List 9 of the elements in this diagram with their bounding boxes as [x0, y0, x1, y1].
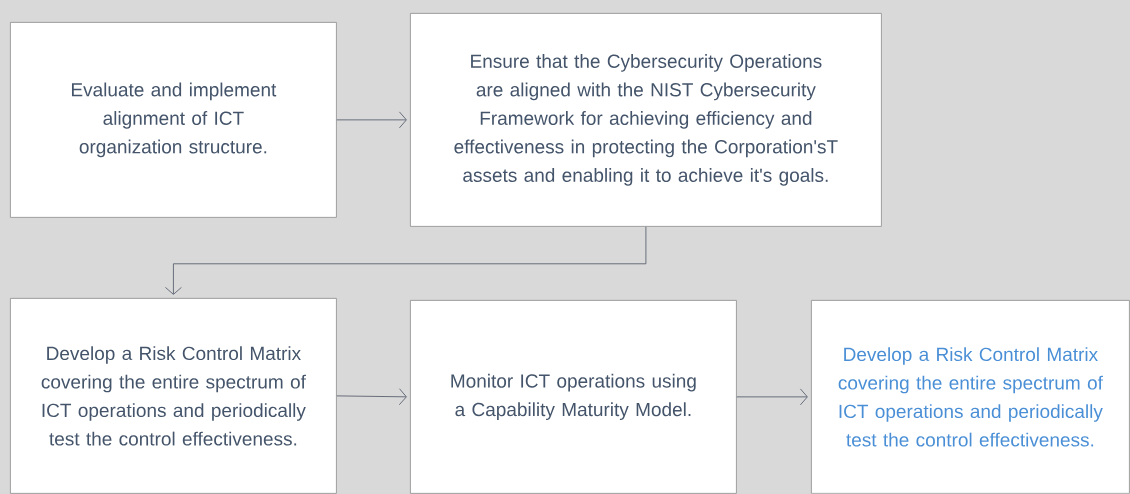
arrow: [736, 388, 808, 406]
process-box: Develop a Risk Control Matrix covering the entire spectrum of ICT operations and periodically test the control effectiveness.: [10, 298, 337, 494]
process-box: Develop a Risk Control Matrix covering the entire spectrum of ICT operations and periodically test the control effectiveness.: [811, 300, 1130, 494]
process-box: Monitor ICT operations using a Capability Maturity Model.: [410, 300, 737, 494]
process-box: Ensure that the Cybersecurity Operations are aligned with the NIST Cybersecurity Framework for achieving efficiency and effectiveness in protecting the Corporation'sT assets and enabling it to achieve it's goals.: [410, 13, 882, 227]
arrow: [336, 388, 407, 406]
arrow: [336, 111, 407, 129]
process-box: Evaluate and implement alignment of ICT organization structure.: [10, 22, 337, 218]
arrow: [164, 226, 647, 295]
